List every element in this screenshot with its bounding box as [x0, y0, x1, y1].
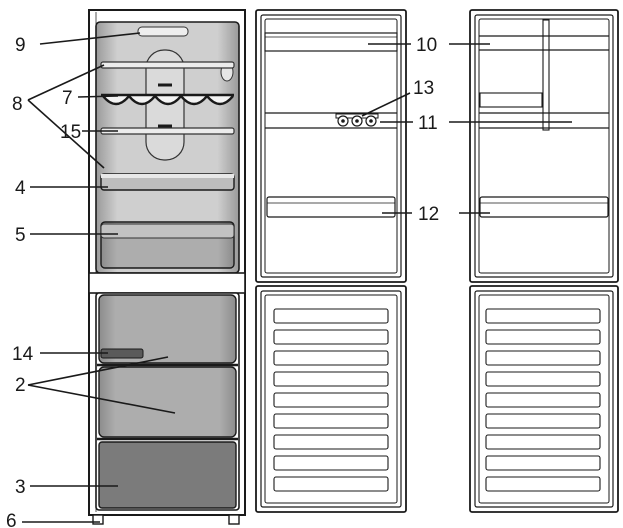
- leader-8a: [27, 64, 105, 101]
- callout-9: 9: [15, 35, 26, 56]
- leader-9: [39, 32, 141, 45]
- open-refrigerator: [88, 9, 246, 525]
- leader-13: [361, 92, 411, 117]
- callout-5: 5: [15, 225, 26, 246]
- fridge-door-gasket-alt: [474, 14, 614, 278]
- callout-10: 10: [416, 35, 437, 56]
- bottle-rail: [542, 19, 550, 131]
- fridge-door-inner-alt: [478, 18, 610, 274]
- freezer-drawer-upper: [98, 294, 237, 364]
- adjustable-foot-right: [228, 514, 240, 525]
- small-door-shelf: [479, 92, 543, 108]
- callout-14: 14: [12, 344, 34, 365]
- freezer-door-ribs: [273, 308, 389, 492]
- callout-11: 11: [418, 113, 438, 134]
- freezer-door-inner: [264, 294, 398, 504]
- freezer-drawer-middle: [98, 366, 237, 438]
- callout-12: 12: [418, 204, 439, 225]
- adjustable-foot-left: [92, 514, 104, 525]
- callout-8: 8: [12, 94, 23, 115]
- egg-tray: [335, 113, 379, 127]
- interior-light: [137, 26, 189, 37]
- glass-shelf-top: [100, 61, 235, 69]
- door-view-middle: [255, 9, 407, 513]
- freezer-door-ribs-alt: [485, 308, 601, 492]
- door-shelf-bottom-alt: [479, 196, 609, 218]
- callout-13: 13: [413, 78, 434, 99]
- callout-4: 4: [15, 178, 26, 199]
- compartment-divider: [88, 272, 246, 294]
- fridge-door-gasket: [260, 14, 402, 278]
- freezer-door-gasket: [260, 290, 402, 508]
- leader-2b: [27, 384, 176, 414]
- leader-8b: [27, 99, 105, 169]
- callout-6: 6: [6, 511, 17, 528]
- callout-labels: 9 8 7 15 4 5 14 2 3 6 10 13 11 12: [6, 35, 439, 528]
- door-shelf-top: [264, 32, 398, 52]
- leader-2a: [27, 356, 169, 386]
- glass-shelf-middle: [100, 127, 235, 135]
- fridge-door-inner: [264, 18, 398, 274]
- crisper-drawer-top: [100, 223, 235, 239]
- callout-7: 7: [62, 88, 73, 109]
- callout-2: 2: [15, 375, 26, 396]
- callout-15: 15: [60, 122, 81, 143]
- door-shelf-bottom: [266, 196, 396, 218]
- door-view-right: [469, 9, 619, 513]
- leader-7: [77, 95, 119, 98]
- freezer-door-inner-alt: [478, 294, 610, 504]
- leader-lines: [22, 32, 572, 523]
- crisper-cover-strip: [101, 174, 234, 178]
- wine-rack: [101, 93, 234, 106]
- freezer-drawer-bottom: [98, 441, 237, 509]
- callout-3: 3: [15, 477, 26, 498]
- freezer-door-gasket-alt: [474, 290, 614, 508]
